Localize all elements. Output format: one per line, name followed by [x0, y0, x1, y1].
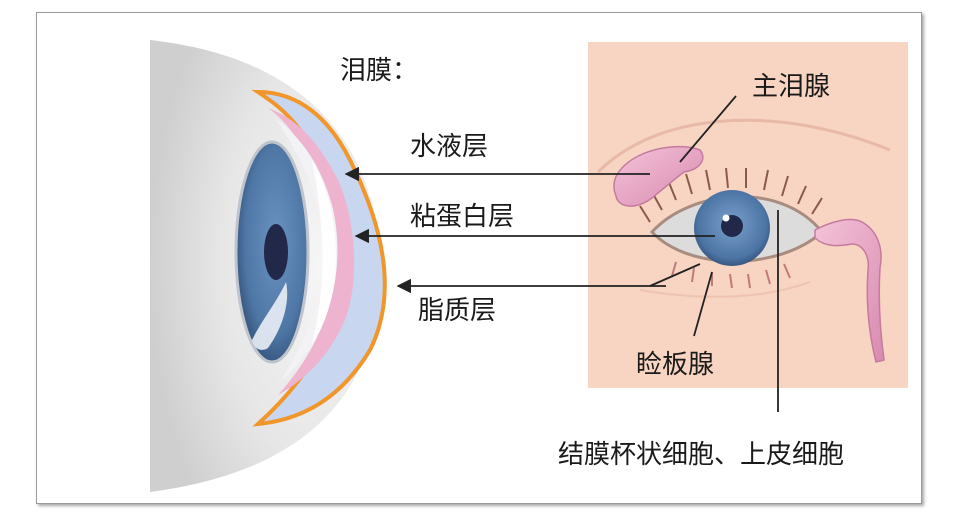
lipid-layer-label: 脂质层: [418, 296, 497, 326]
pointer-lines: [344, 95, 779, 412]
meibomian-pointer-a: [649, 263, 701, 287]
lower-lid-crease: [639, 281, 811, 298]
main-lacrimal-gland-label: 主泪腺: [752, 72, 831, 102]
lower-lashes: [671, 261, 791, 289]
diagram-title: 泪膜：: [340, 56, 419, 86]
meibomian-pointer-b: [693, 271, 713, 337]
goblet-epithelial-label: 结膜杯状细胞、上皮细胞: [558, 440, 845, 470]
tear-duct: [814, 218, 885, 363]
iris-highlight: [252, 282, 288, 350]
lens-edge: [312, 160, 336, 345]
external-eye-panel: [588, 42, 908, 388]
mucin-layer-label: 粘蛋白层: [410, 202, 515, 232]
mucin-layer: [268, 108, 355, 395]
pupil-highlight: [722, 214, 730, 222]
eyeball-cross-section: [150, 40, 387, 492]
lacrimal-gland-pointer: [679, 95, 737, 163]
iris-rim: [234, 140, 310, 364]
aqueous-layer-label: 水液层: [410, 132, 489, 162]
upper-lid-crease: [596, 118, 891, 174]
pupil-side: [264, 224, 288, 280]
upper-lashes: [639, 167, 823, 223]
meibomian-gland-label: 睑板腺: [636, 350, 715, 380]
